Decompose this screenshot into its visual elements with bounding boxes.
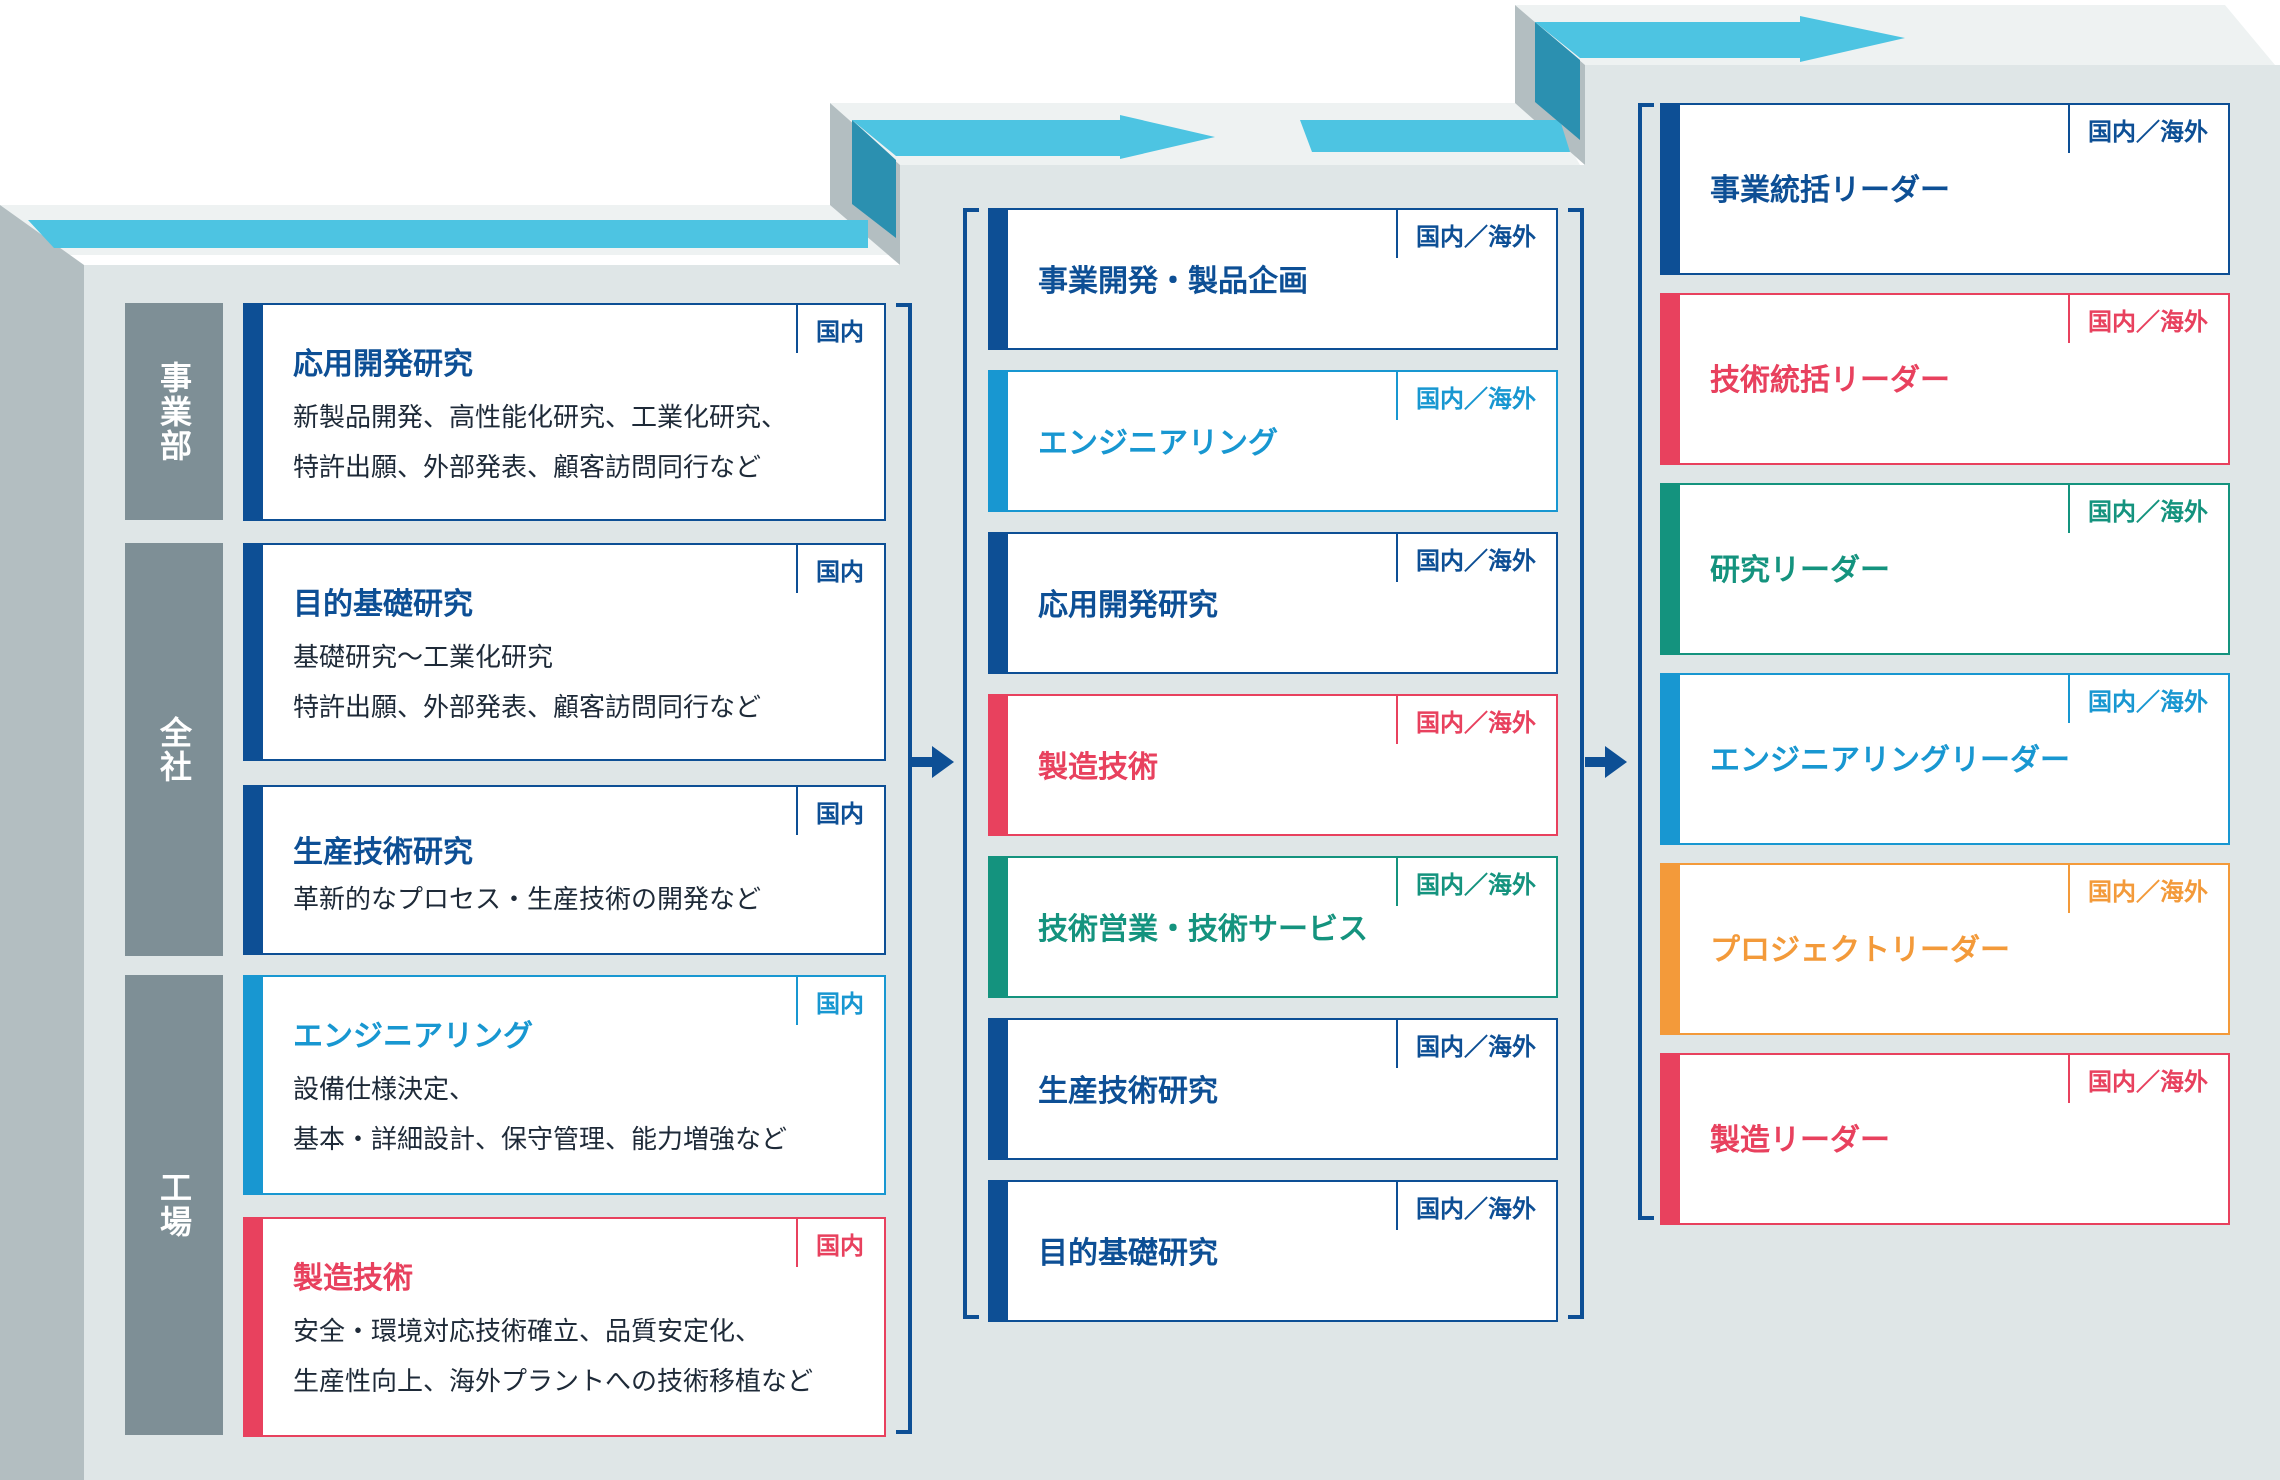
box-description: 基礎研究～工業化研究特許出願、外部発表、顧客訪問同行など	[293, 633, 761, 733]
region-tag: 国内	[796, 545, 884, 593]
step2-band	[852, 120, 1120, 156]
group-label: 工場	[125, 975, 223, 1435]
region-tag: 国内／海外	[2068, 1055, 2228, 1103]
description-line: 革新的なプロセス・生産技術の開発など	[293, 885, 762, 915]
box-title: 応用開発研究	[1038, 588, 1218, 623]
box-title: 製造技術	[1038, 750, 1158, 785]
arrow-stage1-to-stage2	[912, 746, 954, 778]
region-tag: 国内／海外	[1396, 372, 1556, 420]
stage1-4-box: 国内製造技術安全・環境対応技術確立、品質安定化、生産性向上、海外プラントへの技術…	[243, 1217, 886, 1437]
step3-band-arrowhead	[1800, 16, 1905, 62]
region-tag: 国内／海外	[1396, 696, 1556, 744]
description-line: 特許出願、外部発表、顧客訪問同行など	[293, 693, 762, 723]
group-label-text: 工場	[155, 1171, 193, 1239]
stage2-bracket-left	[963, 208, 979, 1319]
box-title: 事業統括リーダー	[1710, 173, 1950, 208]
region-tag: 国内／海外	[1396, 1182, 1556, 1230]
box-description: 新製品開発、高性能化研究、工業化研究、特許出願、外部発表、顧客訪問同行など	[293, 393, 787, 493]
region-tag: 国内	[796, 305, 884, 353]
box-title: 目的基礎研究	[293, 587, 473, 622]
step2-band-side	[852, 120, 896, 238]
box-title: プロジェクトリーダー	[1710, 933, 2010, 968]
region-tag: 国内	[796, 787, 884, 835]
stage1-3-box: 国内エンジニアリング設備仕様決定、基本・詳細設計、保守管理、能力増強など	[243, 975, 886, 1195]
box-title: 生産技術研究	[293, 835, 473, 870]
stage2-0-box: 国内／海外事業開発・製品企画	[988, 208, 1558, 350]
stage2-2-box: 国内／海外応用開発研究	[988, 532, 1558, 674]
box-title: 生産技術研究	[1038, 1074, 1218, 1109]
stage3-5-box: 国内／海外製造リーダー	[1660, 1053, 2230, 1225]
description-line: 新製品開発、高性能化研究、工業化研究、	[293, 403, 788, 433]
stage1-bracket-right	[896, 303, 912, 1434]
box-title: 技術統括リーダー	[1710, 363, 1950, 398]
region-tag: 国内／海外	[1396, 858, 1556, 906]
region-tag: 国内／海外	[2068, 295, 2228, 343]
group-label: 全社	[125, 543, 223, 956]
stage2-1-box: 国内／海外エンジニアリング	[988, 370, 1558, 512]
stage1-0-box: 国内応用開発研究新製品開発、高性能化研究、工業化研究、特許出願、外部発表、顧客訪…	[243, 303, 886, 521]
stage1-2-box: 国内生産技術研究革新的なプロセス・生産技術の開発など	[243, 785, 886, 955]
description-line: 安全・環境対応技術確立、品質安定化、	[293, 1317, 762, 1347]
step3-band-side	[1535, 22, 1580, 140]
region-tag: 国内／海外	[2068, 865, 2228, 913]
region-tag: 国内／海外	[2068, 675, 2228, 723]
stage2-5-box: 国内／海外生産技術研究	[988, 1018, 1558, 1160]
box-title: エンジニアリングリーダー	[1710, 743, 2070, 778]
step1-band	[28, 220, 868, 248]
region-tag: 国内	[796, 1219, 884, 1267]
region-tag: 国内／海外	[1396, 534, 1556, 582]
group-label-text: 全社	[155, 715, 193, 784]
group-label: 事業部	[125, 303, 223, 520]
stage3-2-box: 国内／海外研究リーダー	[1660, 483, 2230, 655]
box-title: 事業開発・製品企画	[1038, 264, 1308, 299]
step2-band-arrowhead	[1120, 115, 1215, 159]
arrow-stage2-to-stage3	[1585, 746, 1627, 778]
box-title: 技術営業・技術サービス	[1038, 912, 1368, 947]
box-title: 目的基礎研究	[1038, 1236, 1218, 1271]
region-tag: 国内	[796, 977, 884, 1025]
stage2-bracket-right	[1568, 208, 1584, 1319]
stage3-1-box: 国内／海外技術統括リーダー	[1660, 293, 2230, 465]
stage3-bracket-left	[1638, 103, 1654, 1220]
description-line: 基礎研究～工業化研究	[293, 643, 554, 673]
description-line: 設備仕様決定、	[293, 1075, 476, 1105]
box-description: 設備仕様決定、基本・詳細設計、保守管理、能力増強など	[293, 1065, 787, 1165]
box-title: エンジニアリング	[293, 1019, 533, 1054]
stage3-0-box: 国内／海外事業統括リーダー	[1660, 103, 2230, 275]
stage3-4-box: 国内／海外プロジェクトリーダー	[1660, 863, 2230, 1035]
stage1-1-box: 国内目的基礎研究基礎研究～工業化研究特許出願、外部発表、顧客訪問同行など	[243, 543, 886, 761]
step3-band	[1535, 22, 1800, 58]
stage2-4-box: 国内／海外技術営業・技術サービス	[988, 856, 1558, 998]
box-title: エンジニアリング	[1038, 426, 1278, 461]
stage3-3-box: 国内／海外エンジニアリングリーダー	[1660, 673, 2230, 845]
box-title: 応用開発研究	[293, 347, 473, 382]
step2-band-tail	[1300, 120, 1570, 152]
box-title: 製造技術	[293, 1261, 413, 1296]
group-label-text: 事業部	[155, 360, 193, 463]
stage2-6-box: 国内／海外目的基礎研究	[988, 1180, 1558, 1322]
description-line: 基本・詳細設計、保守管理、能力増強など	[293, 1125, 788, 1155]
description-line: 特許出願、外部発表、顧客訪問同行など	[293, 453, 762, 483]
region-tag: 国内／海外	[1396, 210, 1556, 258]
stage2-3-box: 国内／海外製造技術	[988, 694, 1558, 836]
region-tag: 国内／海外	[2068, 485, 2228, 533]
box-title: 製造リーダー	[1710, 1123, 1890, 1158]
box-description: 安全・環境対応技術確立、品質安定化、生産性向上、海外プラントへの技術移植など	[293, 1307, 813, 1407]
description-line: 生産性向上、海外プラントへの技術移植など	[293, 1367, 814, 1397]
box-description: 革新的なプロセス・生産技術の開発など	[293, 875, 761, 925]
box-title: 研究リーダー	[1710, 553, 1890, 588]
region-tag: 国内／海外	[2068, 105, 2228, 153]
region-tag: 国内／海外	[1396, 1020, 1556, 1068]
step1-side	[0, 205, 84, 1480]
